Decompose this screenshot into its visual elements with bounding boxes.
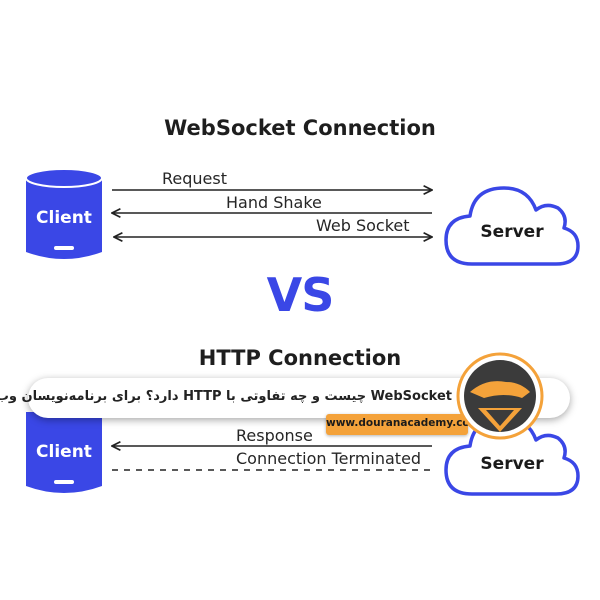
banner-title-text: WebSocket چیست و چه تفاوتی با HTTP دارد؟… <box>0 389 452 404</box>
http-response-label: Response <box>236 426 313 445</box>
http-server-label: Server <box>480 454 544 474</box>
ws-client-database-icon: Client <box>24 168 104 262</box>
http-title: HTTP Connection <box>198 346 402 370</box>
ws-request-label: Request <box>162 169 227 188</box>
vs-label: VS <box>266 268 335 322</box>
http-terminated-label: Connection Terminated <box>236 449 422 468</box>
ws-server-cloud-icon: Server <box>442 172 582 272</box>
ws-server-label: Server <box>480 222 544 242</box>
ws-client-label: Client <box>36 208 92 228</box>
http-client-label: Client <box>36 442 92 462</box>
http-server-cloud-icon: Server <box>442 404 582 504</box>
website-url-text: www.douranacademy.com <box>326 417 481 429</box>
website-url-badge[interactable]: www.douranacademy.com <box>326 414 481 435</box>
websocket-title: WebSocket Connection <box>164 116 436 140</box>
ws-websocket-label: Web Socket <box>316 216 410 235</box>
douran-academy-logo-icon <box>456 352 544 440</box>
http-client-database-icon: Client <box>24 412 104 506</box>
ws-handshake-label: Hand Shake <box>226 193 322 212</box>
